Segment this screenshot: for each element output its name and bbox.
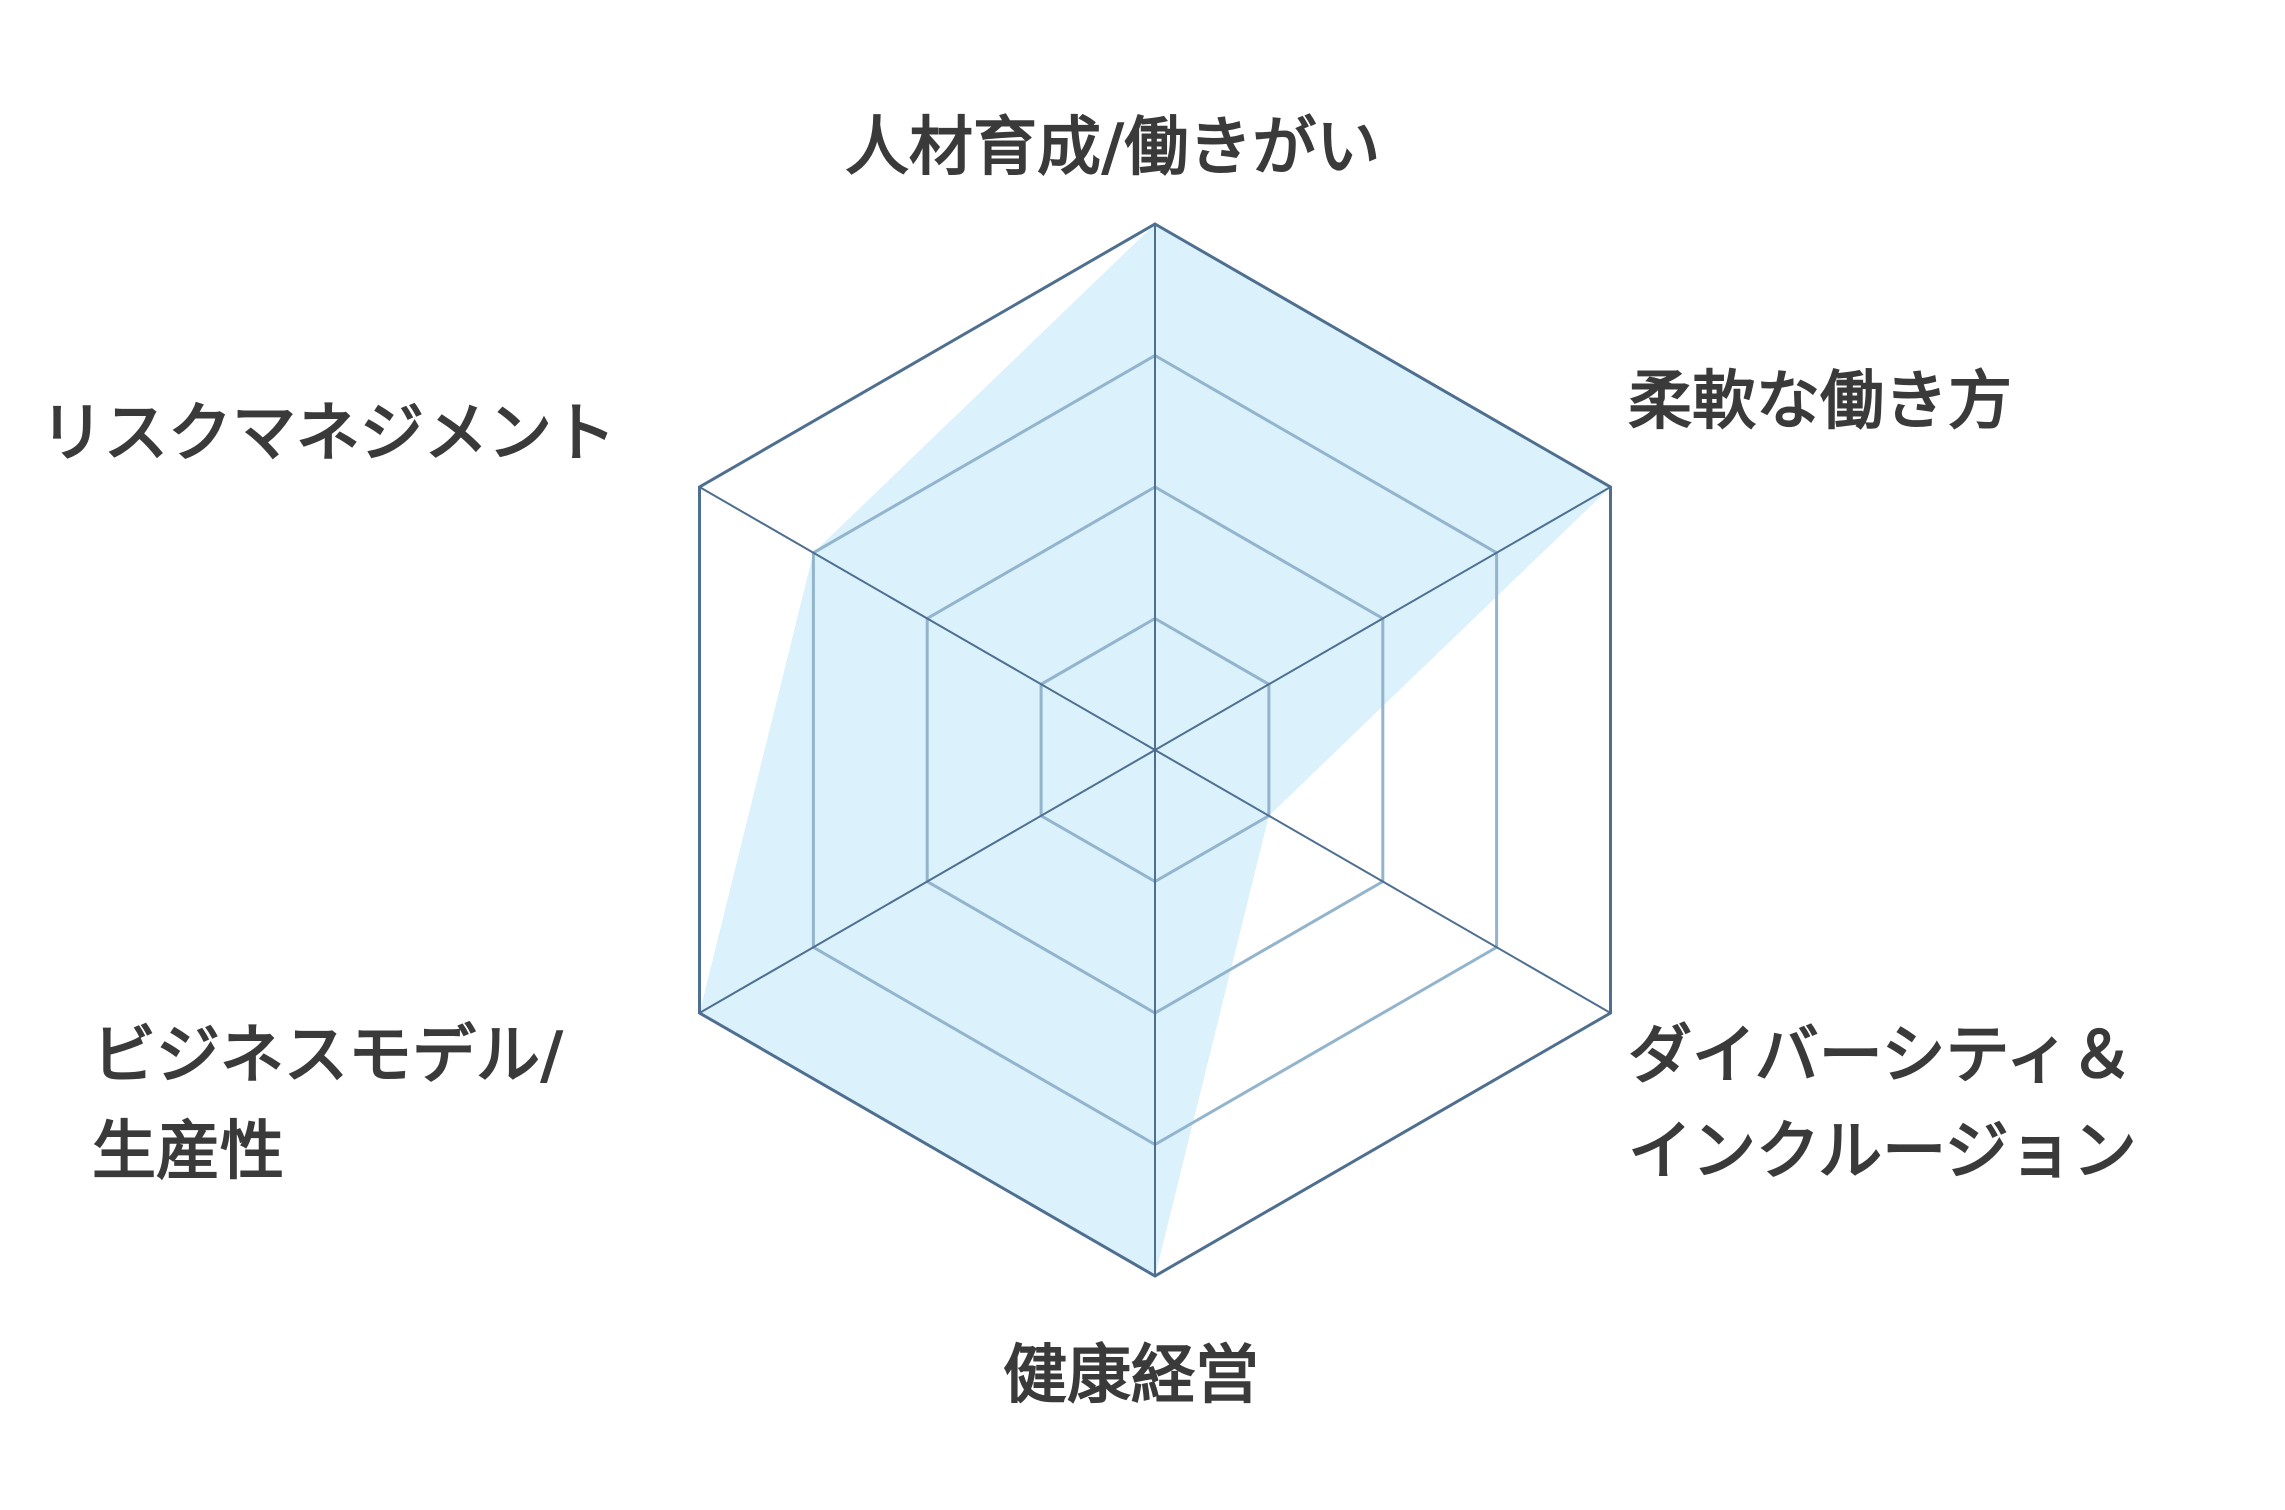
axis-label-line: 柔軟な働き方 [1628,365,2012,439]
axis-label-health-management: 健康経営 [1003,1328,1259,1424]
axis-spoke [1154,486,1612,751]
axis-label-line: 健康経営 [1003,1339,1259,1413]
axis-label-line: ダイバーシティ＆ [1628,1019,2134,1093]
axis-label-line: インクルージョン [1628,1115,2137,1189]
axis-label-business-model-productivity: ビジネスモデル/ 生産性 [92,1008,563,1200]
axis-label-line: ビジネスモデル/ [92,1019,564,1093]
axis-label-line: 生産性 [92,1115,284,1189]
axis-spoke [698,486,1156,751]
axis-label-flexible-work: 柔軟な働き方 [1628,354,2012,450]
axis-label-human-resources: 人材育成/働きがい [845,100,1380,196]
axis-spoke [1154,749,1612,1014]
axis-label-line: 人材育成/働きがい [845,111,1381,185]
axis-label-diversity-inclusion: ダイバーシティ＆ インクルージョン [1628,1008,2137,1200]
axis-spokes [698,224,1612,1276]
axis-label-line: リスクマネジメント [40,397,616,471]
axis-spoke [698,749,1156,1014]
axis-label-risk-management: リスクマネジメント [40,386,616,482]
